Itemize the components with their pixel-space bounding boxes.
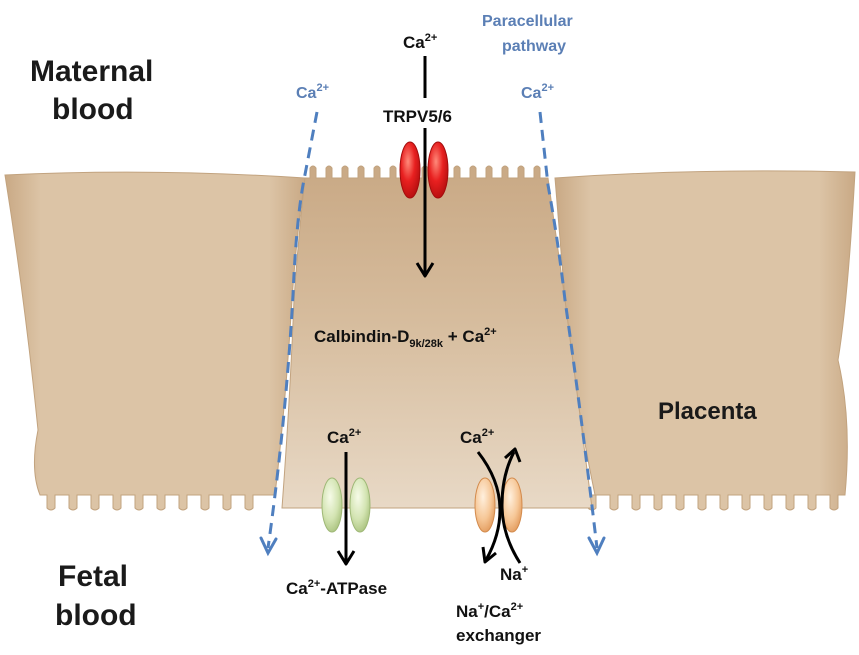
exchanger-sodium-arrow <box>500 447 522 564</box>
exchanger-sodium-label: Na+ <box>500 564 528 584</box>
calbindin-label: Calbindin-D9k/28k + Ca2+ <box>314 326 497 350</box>
exchanger-calcium-arrow <box>476 451 502 564</box>
trpv-channel <box>399 141 449 199</box>
exchanger-label: Na+/Ca2+ exchanger <box>456 595 541 645</box>
atpase-calcium-label: Ca2+ <box>327 427 361 447</box>
atpase-channel <box>321 477 371 533</box>
maternal-blood-label: Maternal blood <box>30 55 162 126</box>
right-paracellular-calcium-label: Ca2+ <box>521 82 554 102</box>
placenta-label: Placenta <box>658 398 757 425</box>
exchanger-calcium-label: Ca2+ <box>460 427 494 447</box>
atpase-label: Ca2+-ATPase <box>286 578 387 598</box>
fetal-blood-label: Fetal blood <box>55 560 137 632</box>
left-placenta-cell <box>4 171 306 511</box>
paracellular-right-arrow <box>538 111 606 557</box>
left-paracellular-calcium-label: Ca2+ <box>296 82 329 102</box>
paracellular-left-arrow <box>259 111 319 557</box>
atpase-efflux-arrow <box>336 452 356 566</box>
right-placenta-cell <box>554 170 856 511</box>
top-calcium-label: Ca2+ <box>403 32 437 52</box>
paracellular-pathway-label: Paracellular pathway <box>482 13 577 55</box>
trpv-influx-arrow <box>415 56 435 278</box>
trpv-label: TRPV5/6 <box>383 107 452 126</box>
exchanger-channel <box>474 477 523 533</box>
